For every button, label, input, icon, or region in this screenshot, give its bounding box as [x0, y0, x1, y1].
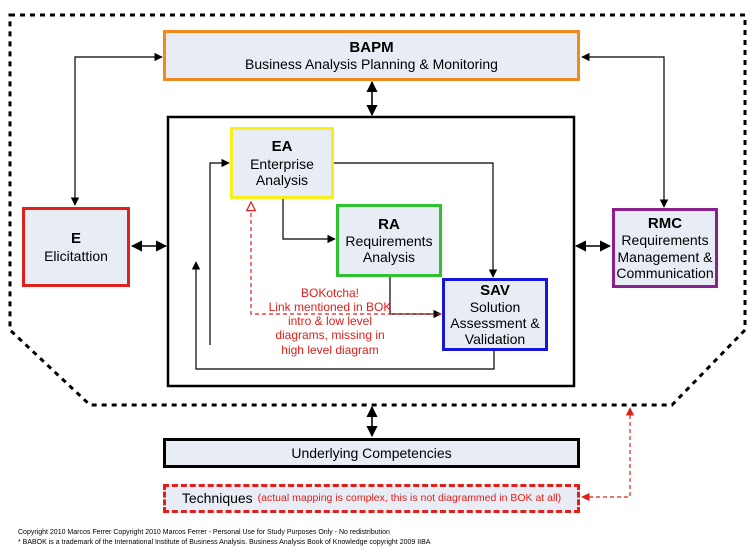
ea-box[interactable]: EA Enterprise Analysis: [230, 127, 334, 199]
ra-box[interactable]: RA Requirements Analysis: [336, 204, 442, 277]
bapm-box[interactable]: BAPM Business Analysis Planning & Monito…: [163, 30, 580, 81]
ea-line1: Enterprise: [250, 155, 314, 172]
ra-line2: Analysis: [362, 249, 416, 266]
sav-box[interactable]: SAV Solution Assessment & Validation: [442, 278, 548, 351]
ra-line1: Requirements: [345, 233, 433, 250]
sav-line1: Solution: [469, 298, 521, 315]
arrow-techniques-link: [581, 407, 635, 502]
rmc-line3: Communication: [616, 264, 714, 281]
rmc-line2: Management &: [617, 248, 713, 265]
annotation-line2: Link mentioned in BOK: [268, 300, 392, 315]
rmc-box[interactable]: RMC Requirements Management & Communicat…: [612, 208, 718, 288]
bapm-name: Business Analysis Planning & Monitoring: [245, 56, 498, 73]
missing-link-sav-ea: [251, 202, 441, 315]
arrow-sav-loop-ea: [191, 261, 495, 370]
ea-abbr: EA: [271, 138, 293, 156]
sav-abbr: SAV: [480, 281, 510, 299]
techniques-note: (actual mapping is complex, this is not …: [257, 492, 562, 505]
underlying-label: Underlying Competencies: [291, 444, 452, 461]
sav-line2: Assessment &: [450, 315, 540, 332]
arrow-bapm-e: [70, 52, 163, 206]
bokotcha-annotation: BOKotcha! Link mentioned in BOK intro & …: [250, 286, 410, 357]
annotation-line4: diagrams, missing in: [275, 328, 385, 343]
annotation-line5: high level diagram: [281, 342, 379, 357]
underlying-competencies-box[interactable]: Underlying Competencies: [163, 438, 580, 468]
arrow-ea-sav: [334, 162, 498, 278]
ea-line2: Analysis: [255, 171, 309, 188]
annotation-line1: BOKotcha!: [300, 286, 360, 300]
annotation-line3: intro & low level: [287, 314, 373, 329]
trademark-line: * BABOK is a trademark of the Internatio…: [18, 539, 431, 546]
e-name: Elicitattion: [44, 247, 108, 264]
bapm-abbr: BAPM: [349, 38, 394, 56]
e-box[interactable]: E Elicitattion: [22, 207, 130, 287]
sav-line3: Validation: [464, 331, 526, 348]
techniques-box[interactable]: Techniques (actual mapping is complex, t…: [163, 484, 580, 513]
ra-abbr: RA: [378, 215, 400, 233]
arrow-bapm-rmc: [581, 52, 669, 208]
arrow-ea-ra: [282, 199, 336, 244]
copyright-line: Copyright 2010 Marcos Ferrer Copyright 2…: [18, 529, 390, 536]
e-abbr: E: [70, 230, 81, 248]
outer-dashed-boundary: [8, 13, 747, 407]
techniques-label: Techniques: [181, 490, 253, 507]
arrow-loop-into-ea: [209, 158, 230, 345]
rmc-abbr: RMC: [647, 215, 683, 233]
rmc-line1: Requirements: [621, 232, 709, 249]
